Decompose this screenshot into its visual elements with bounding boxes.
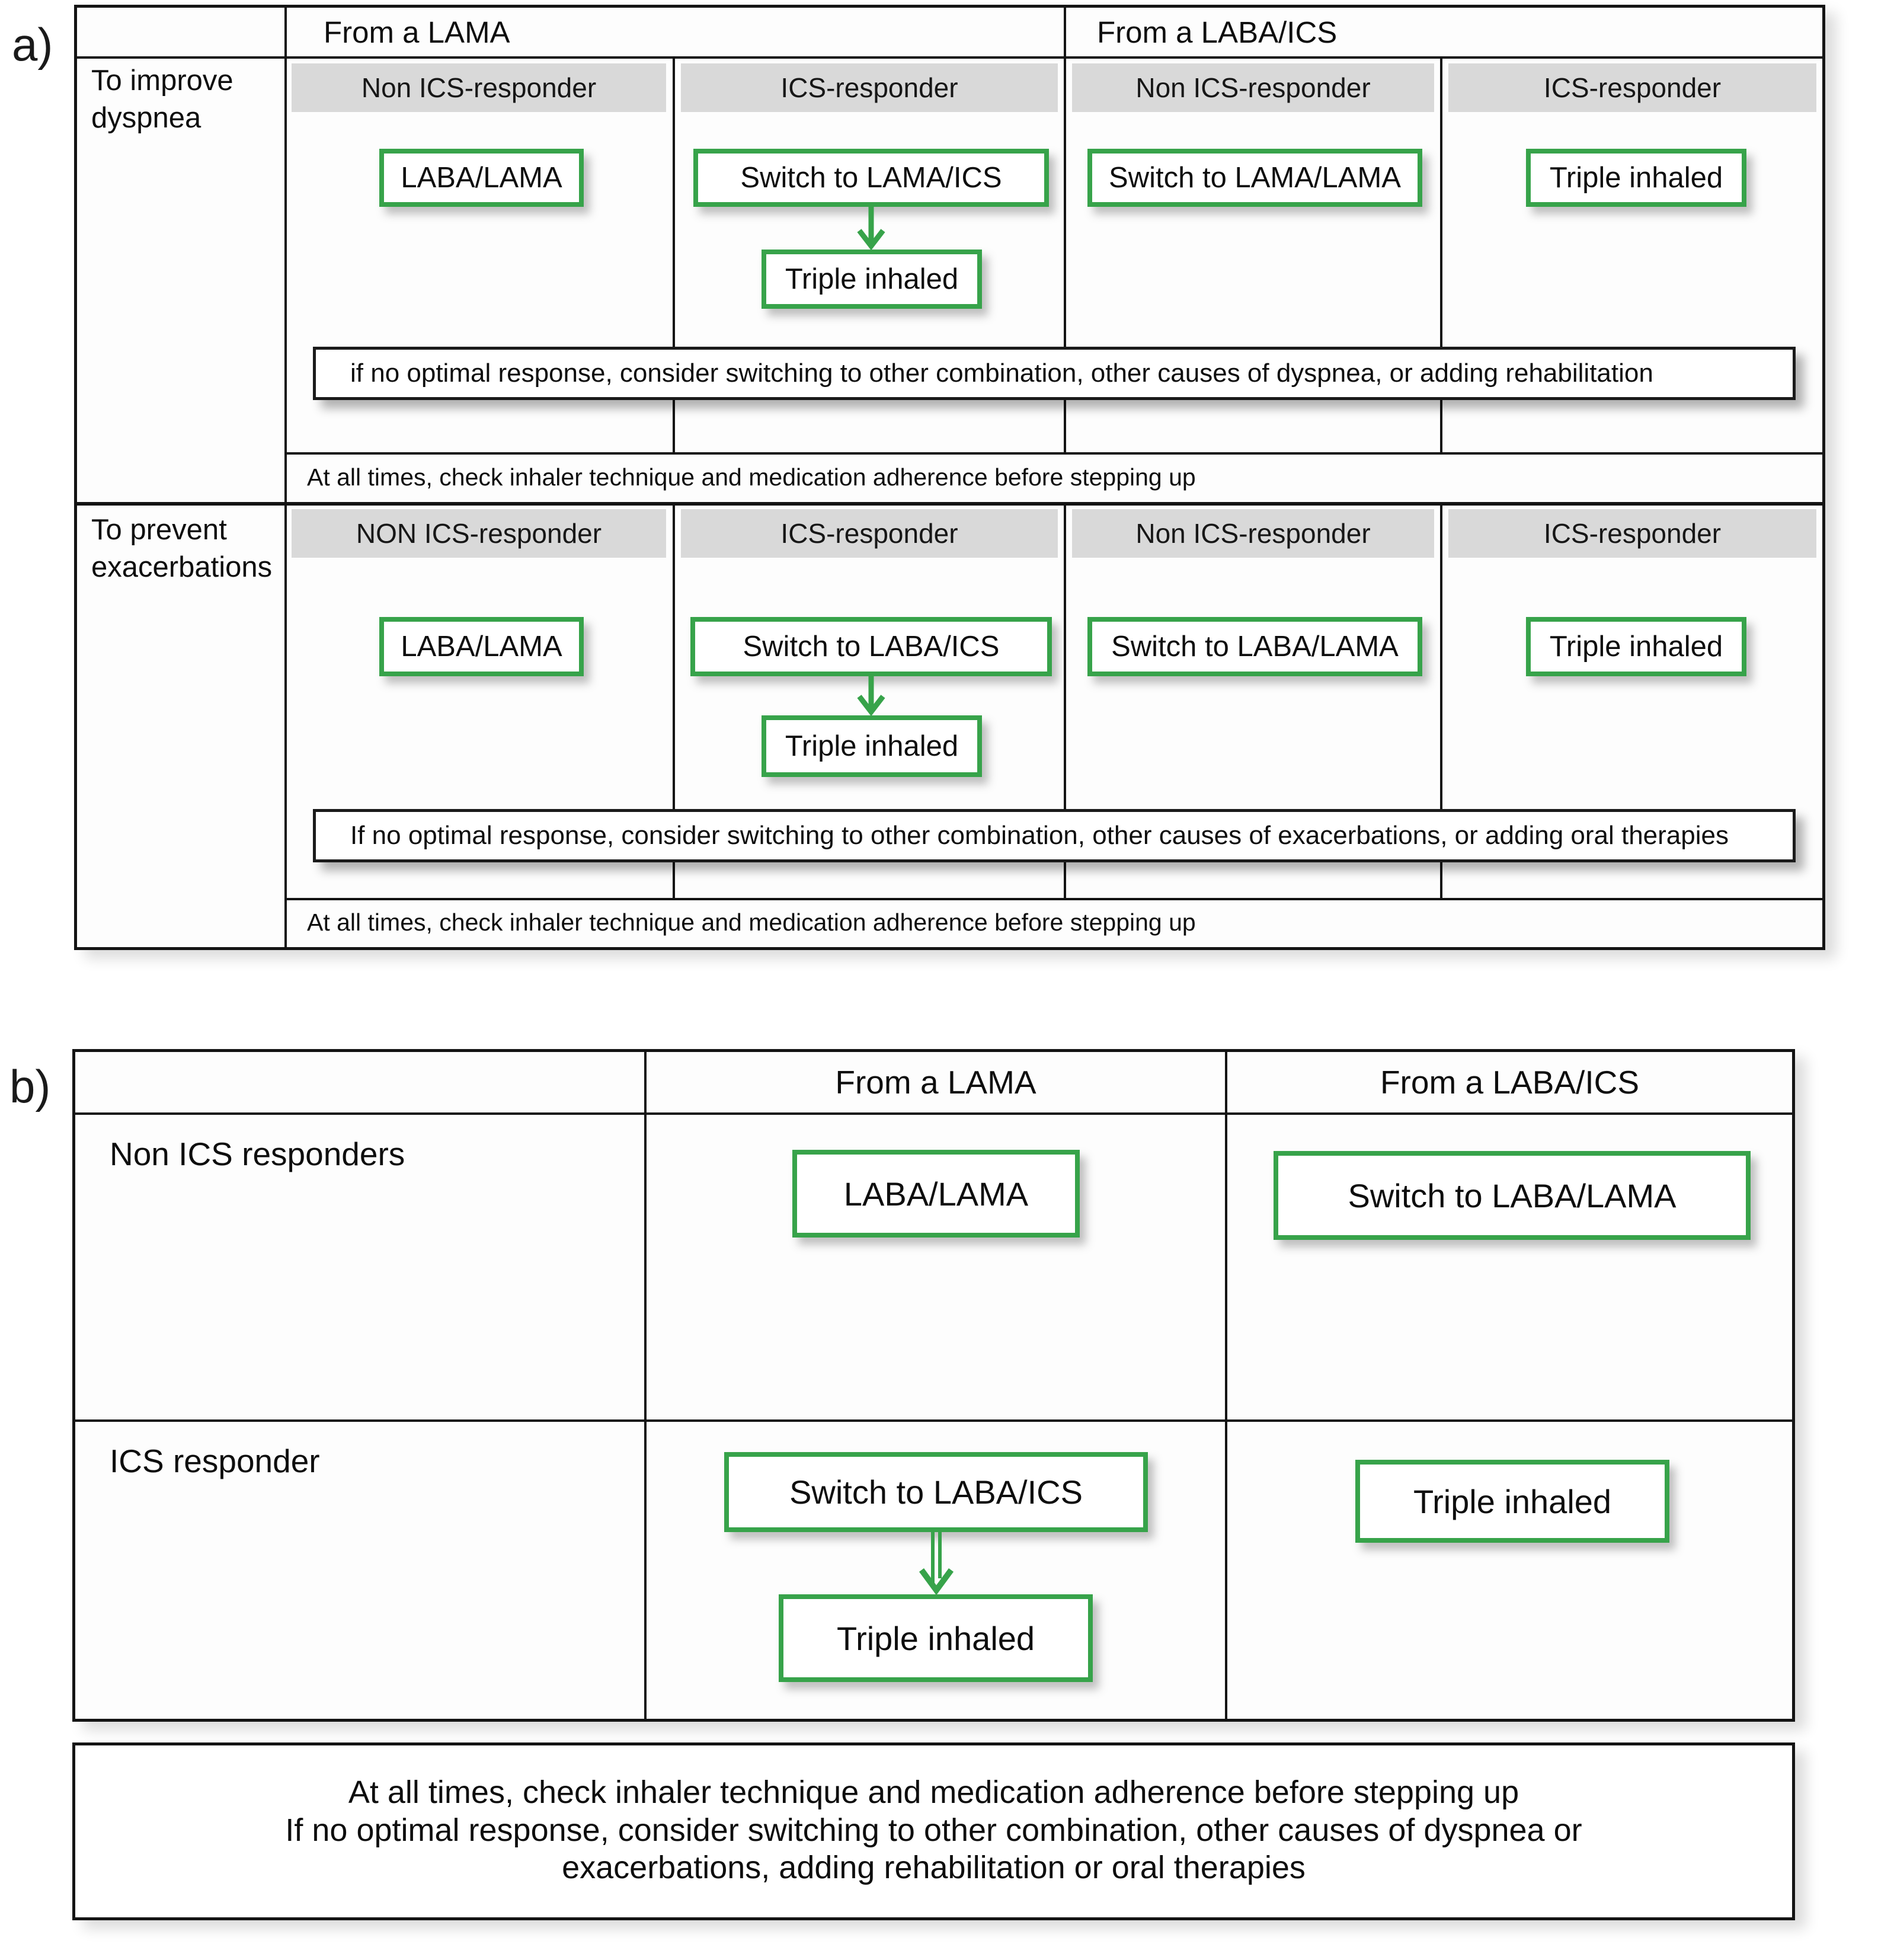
col-header-from-lama: From a LAMA — [835, 1064, 1036, 1101]
treatment-box: Switch to LABA/LAMA — [1274, 1151, 1751, 1240]
divider — [75, 1419, 1792, 1422]
divider — [284, 452, 1822, 455]
panel-a-label: a) — [12, 18, 53, 71]
treatment-box: Switch to LAMA/ICS — [693, 149, 1049, 207]
treatment-box: LABA/LAMA — [379, 617, 584, 676]
treatment-box: Triple inhaled — [1526, 617, 1746, 676]
footer-strip: At all times, check inhaler technique an… — [307, 463, 1196, 491]
panel-b-label: b) — [9, 1060, 51, 1112]
divider — [1064, 59, 1066, 452]
footer-line: exacerbations, adding rehabilitation or … — [562, 1850, 1306, 1886]
divider — [673, 59, 675, 452]
treatment-box: Switch to LABA/LAMA — [1087, 617, 1422, 676]
subheader-cell: ICS-responder — [681, 509, 1058, 558]
divider — [1225, 1052, 1227, 1719]
divider — [284, 898, 1822, 900]
treatment-box-step: Triple inhaled — [779, 1594, 1093, 1682]
treatment-box: LABA/LAMA — [379, 149, 584, 207]
subheader-cell: ICS-responder — [1448, 509, 1816, 558]
treatment-box: Switch to LAMA/LAMA — [1087, 149, 1422, 207]
subheader-cell: NON ICS-responder — [292, 509, 666, 558]
treatment-box-step: Triple inhaled — [762, 250, 982, 309]
divider — [1440, 59, 1442, 452]
divider — [1064, 506, 1066, 898]
down-arrow-icon — [857, 675, 885, 717]
panel-b-footer-note: At all times, check inhaler technique an… — [72, 1742, 1795, 1920]
treatment-box: Switch to LABA/ICS — [690, 617, 1052, 676]
note-box: if no optimal response, consider switchi… — [313, 347, 1796, 400]
treatment-box: Triple inhaled — [1355, 1460, 1669, 1543]
treatment-box: Triple inhaled — [1526, 149, 1746, 207]
divider — [77, 56, 1822, 59]
panel-b-table: From a LAMA From a LABA/ICS Non ICS resp… — [72, 1049, 1795, 1722]
divider — [673, 506, 675, 898]
treatment-box: LABA/LAMA — [792, 1150, 1080, 1238]
footer-strip: At all times, check inhaler technique an… — [307, 908, 1196, 936]
subheader-cell: Non ICS-responder — [1072, 509, 1434, 558]
footer-line: At all times, check inhaler technique an… — [348, 1774, 1519, 1810]
treatment-box: Switch to LABA/ICS — [724, 1452, 1148, 1532]
subheader-cell: ICS-responder — [681, 63, 1058, 112]
subheader-cell: ICS-responder — [1448, 63, 1816, 112]
divider — [75, 1112, 1792, 1115]
divider — [284, 8, 287, 947]
col-header-from-laba-ics: From a LABA/ICS — [1380, 1064, 1640, 1101]
divider — [644, 1052, 647, 1719]
col-header-from-lama: From a LAMA — [324, 15, 510, 49]
treatment-box-step: Triple inhaled — [762, 715, 982, 777]
divider — [1064, 8, 1066, 56]
row-label-ics-responder: ICS responder — [110, 1443, 320, 1479]
row-boundary — [77, 502, 1822, 506]
note-box: If no optimal response, consider switchi… — [313, 809, 1796, 862]
row-label-prevent-exacerbations: To prevent exacerbations — [91, 514, 273, 583]
row-label-non-ics-responders: Non ICS responders — [110, 1136, 405, 1172]
footer-line: If no optimal response, consider switchi… — [285, 1812, 1582, 1848]
divider — [1440, 506, 1442, 898]
subheader-cell: Non ICS-responder — [292, 63, 666, 112]
down-double-arrow-icon — [919, 1531, 954, 1596]
col-header-from-laba-ics: From a LABA/ICS — [1097, 15, 1338, 49]
down-arrow-icon — [857, 206, 885, 251]
row-label-improve-dyspnea: To improve dyspnea — [91, 65, 233, 134]
panel-a-table: From a LAMA From a LABA/ICS To improve d… — [74, 5, 1825, 950]
subheader-cell: Non ICS-responder — [1072, 63, 1434, 112]
